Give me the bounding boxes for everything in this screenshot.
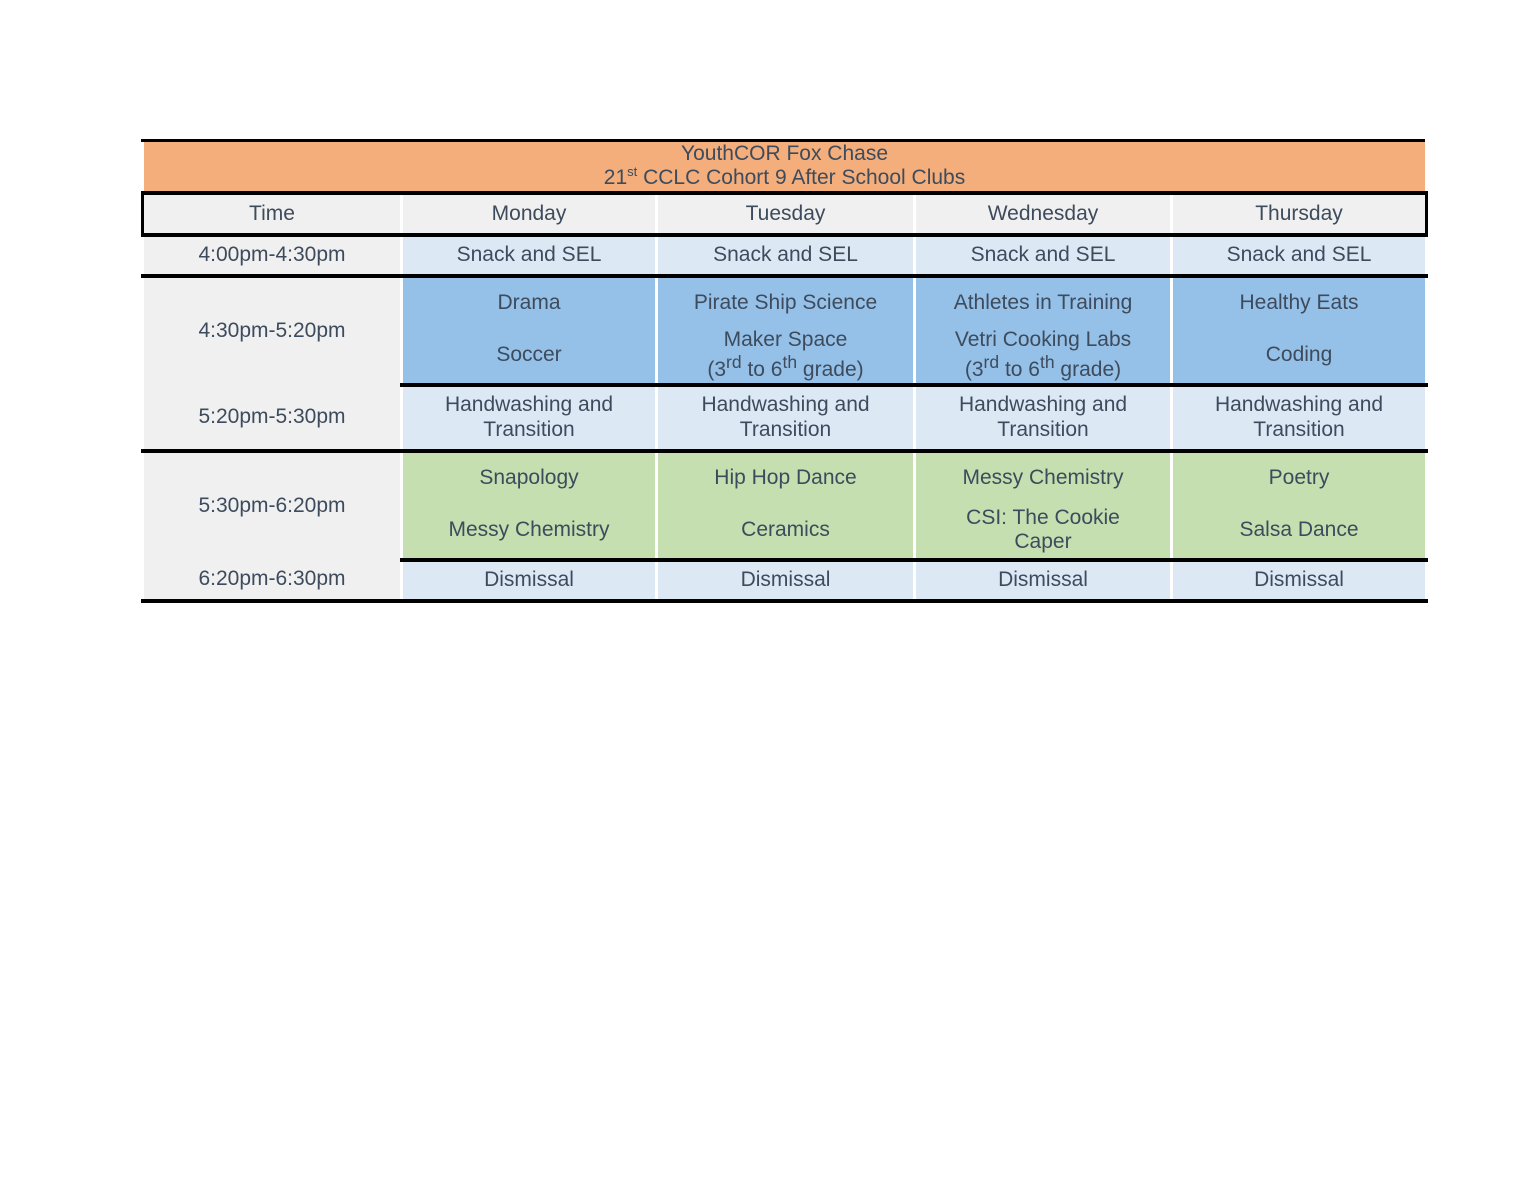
cell-block2a-thursday: Poetry	[1169, 450, 1429, 503]
cell-block2a-tuesday: Hip Hop Dance	[655, 450, 916, 503]
header-tuesday: Tuesday	[655, 190, 916, 237]
time-block2: 5:30pm-6:20pm	[141, 450, 403, 560]
table-row-block2-a: 5:30pm-6:20pm Snapology Hip Hop Dance Me…	[141, 450, 1429, 560]
handwashing-line-2: Transition	[997, 417, 1089, 441]
header-wednesday: Wednesday	[913, 190, 1173, 237]
cell-block1b-tuesday-title: Maker Space	[723, 327, 848, 351]
grade-mid: to 6	[999, 358, 1040, 382]
time-handwashing: 5:20pm-5:30pm	[141, 384, 403, 453]
handwashing-line-1: Handwashing and	[958, 393, 1128, 417]
table-row-snack: 4:00pm-4:30pm Snack and SEL Snack and SE…	[141, 234, 1429, 278]
grade-sup-1: rd	[726, 352, 742, 373]
cell-snack-thursday: Snack and SEL	[1169, 234, 1429, 278]
cell-snack-tuesday: Snack and SEL	[655, 234, 916, 278]
cell-handwashing-wednesday: Handwashing and Transition	[913, 384, 1173, 453]
cell-block1b-wednesday: Vetri Cooking Labs (3rd to 6th grade)	[913, 327, 1173, 387]
cell-handwashing-tuesday: Handwashing and Transition	[655, 384, 916, 453]
csi-line-2: Caper	[1014, 530, 1072, 554]
title-ordinal-suffix: st	[627, 164, 638, 180]
cell-block1b-wednesday-title: Vetri Cooking Labs	[954, 327, 1132, 351]
cell-block1a-thursday: Healthy Eats	[1169, 275, 1429, 328]
cell-dismissal-tuesday: Dismissal	[655, 559, 916, 603]
table-row-dismissal: 6:20pm-6:30pm Dismissal Dismissal Dismis…	[141, 559, 1429, 603]
title-line-2: 21st CCLC Cohort 9 After School Clubs	[144, 164, 1425, 190]
table-row-handwashing: 5:20pm-5:30pm Handwashing and Transition…	[141, 384, 1429, 453]
cell-block1b-monday: Soccer	[400, 327, 658, 387]
grade-pre: (3	[707, 358, 727, 382]
table-row-block1-b: Soccer Maker Space (3rd to 6th grade) Ve…	[143, 327, 1429, 387]
cell-dismissal-monday: Dismissal	[400, 559, 658, 603]
time-block1: 4:30pm-5:20pm	[141, 275, 403, 385]
time-snack: 4:00pm-4:30pm	[141, 234, 403, 278]
cell-block1a-monday: Drama	[400, 275, 658, 328]
cell-block1b-tuesday-grades: (3rd to 6th grade)	[658, 352, 913, 382]
cell-block2b-thursday: Salsa Dance	[1169, 502, 1429, 562]
cell-block2b-wednesday: CSI: The Cookie Caper	[913, 502, 1173, 562]
after-school-schedule-table: YouthCOR Fox Chase 21st CCLC Cohort 9 Af…	[140, 138, 1429, 603]
grade-sup-2: th	[1039, 352, 1055, 373]
cell-block2a-wednesday: Messy Chemistry	[913, 450, 1173, 503]
cell-block2a-monday: Snapology	[400, 450, 658, 503]
cell-block2b-tuesday: Ceramics	[655, 502, 916, 562]
cell-snack-monday: Snack and SEL	[400, 234, 658, 278]
grade-sup-1: rd	[983, 352, 1000, 373]
time-dismissal: 6:20pm-6:30pm	[141, 559, 403, 603]
title-line-2-prefix: 21	[603, 166, 628, 190]
grade-pre: (3	[964, 358, 984, 382]
cell-handwashing-thursday: Handwashing and Transition	[1169, 384, 1429, 453]
column-header-row: Time Monday Tuesday Wednesday Thursday	[141, 190, 1429, 237]
table-row-block2-b: Messy Chemistry Ceramics CSI: The Cookie…	[143, 502, 1429, 562]
cell-block1a-wednesday: Athletes in Training	[913, 275, 1173, 328]
cell-block1a-tuesday: Pirate Ship Science	[655, 275, 916, 328]
csi-line-1: CSI: The Cookie	[966, 505, 1120, 529]
header-thursday: Thursday	[1169, 190, 1429, 237]
header-time: Time	[141, 190, 403, 237]
cell-block1b-thursday: Coding	[1169, 327, 1429, 387]
handwashing-line-1: Handwashing and	[444, 393, 614, 417]
handwashing-line-1: Handwashing and	[1214, 393, 1384, 417]
title-line-2-rest: CCLC Cohort 9 After School Clubs	[637, 166, 966, 190]
table-row-block1-a: 4:30pm-5:20pm Drama Pirate Ship Science …	[141, 275, 1429, 385]
handwashing-line-2: Transition	[739, 417, 832, 441]
cell-snack-wednesday: Snack and SEL	[913, 234, 1173, 278]
handwashing-line-1: Handwashing and	[701, 393, 870, 417]
cell-handwashing-monday: Handwashing and Transition	[400, 384, 658, 453]
cell-block1b-wednesday-grades: (3rd to 6th grade)	[916, 352, 1170, 382]
cell-dismissal-wednesday: Dismissal	[913, 559, 1173, 603]
grade-post: grade)	[797, 358, 864, 382]
header-monday: Monday	[400, 190, 658, 237]
handwashing-line-2: Transition	[483, 417, 575, 441]
title-row: YouthCOR Fox Chase 21st CCLC Cohort 9 Af…	[140, 138, 1429, 195]
grade-sup-2: th	[782, 352, 798, 373]
cell-block2b-monday: Messy Chemistry	[400, 502, 658, 562]
schedule-container: YouthCOR Fox Chase 21st CCLC Cohort 9 Af…	[140, 138, 1429, 603]
title-line-1: YouthCOR Fox Chase	[681, 142, 888, 165]
grade-mid: to 6	[741, 358, 783, 382]
grade-post: grade)	[1054, 358, 1122, 382]
cell-block1b-tuesday: Maker Space (3rd to 6th grade)	[655, 327, 916, 387]
cell-dismissal-thursday: Dismissal	[1169, 559, 1429, 603]
document-title: YouthCOR Fox Chase 21st CCLC Cohort 9 Af…	[140, 138, 1429, 195]
handwashing-line-2: Transition	[1253, 417, 1345, 441]
